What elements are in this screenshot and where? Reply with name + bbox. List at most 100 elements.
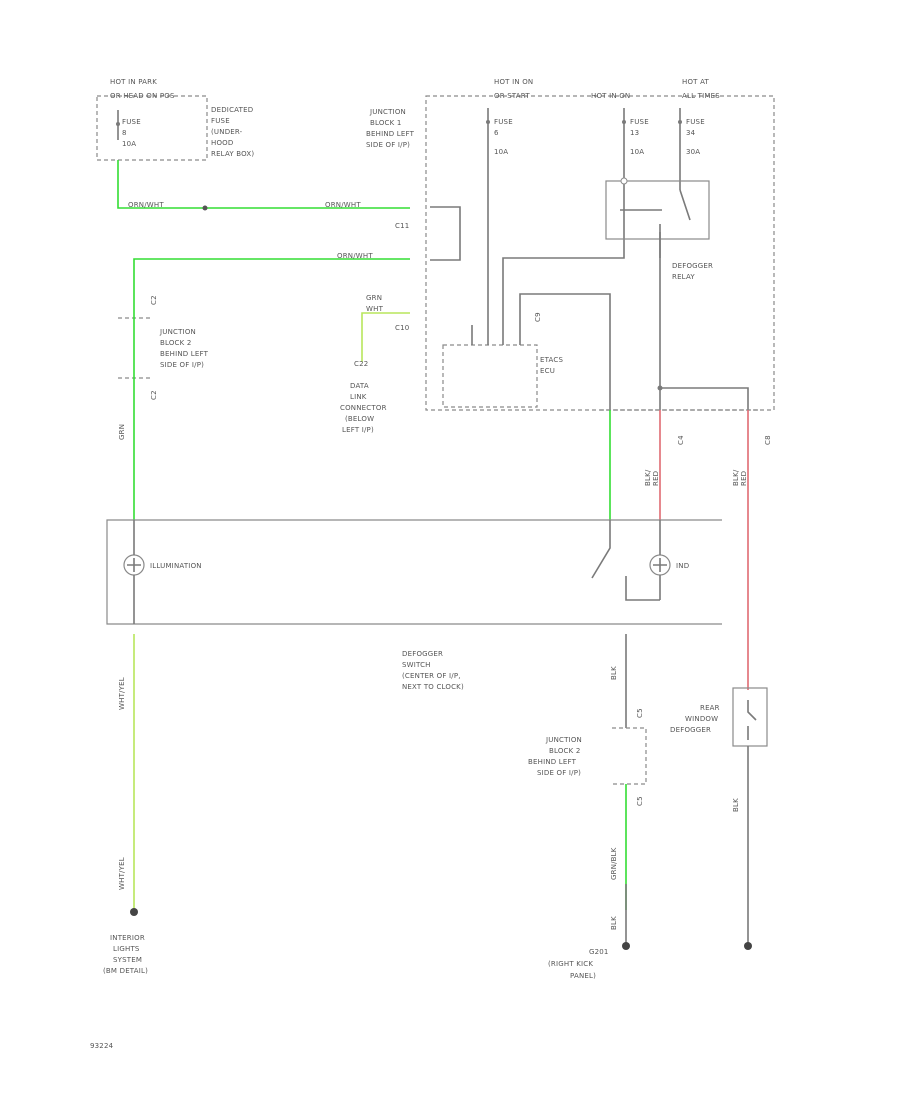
rear-defogger-label-1: REAR bbox=[700, 704, 720, 712]
dlc-label-2: LINK bbox=[350, 393, 367, 401]
jb1-label-3: BEHIND LEFT bbox=[366, 130, 415, 138]
g201-label-3: PANEL) bbox=[570, 972, 596, 980]
c5-label-a: C5 bbox=[636, 708, 644, 718]
hot-in-on-label-2: OR START bbox=[494, 92, 530, 100]
relay-branch-dot bbox=[657, 385, 663, 391]
defogger-ground-terminal bbox=[744, 942, 752, 950]
fuse-c-label-3: 10A bbox=[630, 148, 644, 156]
interior-lights-label-3: SYSTEM bbox=[113, 956, 142, 964]
hot-in-on-label: HOT IN ON bbox=[494, 78, 533, 86]
hot-in-park-label-2: OR HEAD ON POS bbox=[110, 92, 175, 100]
wire-blk-label-1: BLK/ bbox=[644, 469, 652, 486]
fuse-d-pin bbox=[678, 120, 682, 124]
jb2-upper-label-2: BLOCK 2 bbox=[160, 339, 192, 347]
wire-blk-label-2: RED bbox=[652, 471, 660, 486]
c8-label: C8 bbox=[764, 435, 772, 445]
jb1-label-2: BLOCK 1 bbox=[370, 119, 402, 127]
dlc-label-4: (BELOW bbox=[345, 415, 374, 423]
etacs-ecu bbox=[442, 344, 538, 408]
wire-orn-label-3: ORN/WHT bbox=[337, 252, 373, 260]
jb1-label-1: JUNCTION bbox=[369, 108, 406, 116]
wire-orn-label-2: ORN/WHT bbox=[325, 201, 361, 209]
defogger-switch-contact bbox=[591, 520, 660, 601]
grn-label-1: GRN bbox=[366, 294, 382, 302]
fuse-d-label-3: 30A bbox=[686, 148, 700, 156]
fuse-a-label-3: 10A bbox=[122, 140, 136, 148]
jb2-lower-label-4: SIDE OF I/P) bbox=[537, 769, 581, 777]
g201-terminal bbox=[622, 942, 630, 950]
jb2-lower-label-2: BLOCK 2 bbox=[549, 747, 581, 755]
blk-label-b: BLK bbox=[610, 916, 618, 930]
splice-dot bbox=[202, 205, 208, 211]
fuse-b-label-3: 10A bbox=[494, 148, 508, 156]
c11-label: C11 bbox=[395, 222, 409, 230]
wire-orn-label-1: ORN/WHT bbox=[128, 201, 164, 209]
defogger-switch-label-3: (CENTER OF I/P, bbox=[402, 672, 461, 680]
dlc-wire bbox=[361, 312, 410, 362]
jb2-upper-label-1: JUNCTION bbox=[159, 328, 196, 336]
fuse-a-pin bbox=[116, 122, 120, 126]
ind-label: IND bbox=[676, 562, 689, 570]
etacs-label-2: ECU bbox=[540, 367, 555, 375]
wht-label-2: WHT/YEL bbox=[118, 857, 126, 890]
interior-lights-label-2: LIGHTS bbox=[113, 945, 140, 953]
dedicated-fuse-box bbox=[96, 95, 208, 161]
c4-label: C4 bbox=[677, 435, 685, 445]
dlc-label-3: CONNECTOR bbox=[340, 404, 387, 412]
interior-lights-label-1: INTERIOR bbox=[110, 934, 145, 942]
dedicated-fuse-label-1: DEDICATED bbox=[211, 106, 253, 114]
fuse-a-label-2: 8 bbox=[122, 129, 127, 137]
illumination-filament bbox=[127, 558, 141, 572]
dedicated-fuse-label-5: RELAY BOX) bbox=[211, 150, 254, 158]
rear-defogger-label-3: DEFOGGER bbox=[670, 726, 711, 734]
hot-in-park-label: HOT IN PARK bbox=[110, 78, 157, 86]
jb1-label-4: SIDE OF I/P) bbox=[366, 141, 410, 149]
g201-label-2: (RIGHT KICK bbox=[548, 960, 593, 968]
wire-blk-label-3: BLK/ bbox=[732, 469, 740, 486]
fuse-b-label-2: 6 bbox=[494, 129, 499, 137]
jb2-upper-label-3: BEHIND LEFT bbox=[160, 350, 209, 358]
blk-label-a: BLK bbox=[610, 666, 618, 680]
blk-label-c: BLK bbox=[732, 798, 740, 812]
hot-at-label: HOT AT bbox=[682, 78, 710, 86]
jb2-lower-label-3: BEHIND LEFT bbox=[528, 758, 577, 766]
defogger-relay-label-2: RELAY bbox=[672, 273, 695, 281]
jb2-upper-label-4: SIDE OF I/P) bbox=[160, 361, 204, 369]
dlc-label-5: LEFT I/P) bbox=[342, 426, 374, 434]
dlc-pin-label: C22 bbox=[354, 360, 368, 368]
fuse-b-pin bbox=[486, 120, 490, 124]
page-code: 93224 bbox=[90, 1042, 114, 1050]
relay-branch-wire bbox=[660, 387, 749, 410]
grn-label-2: WHT bbox=[366, 305, 384, 313]
c5-label-b: C5 bbox=[636, 796, 644, 806]
orn-wht-wire-top bbox=[117, 160, 410, 209]
g201-label-1: G201 bbox=[589, 948, 609, 956]
etacs-c9-wire bbox=[519, 293, 611, 410]
fuse-d-label-2: 34 bbox=[686, 129, 696, 137]
defogger-switch-label-4: NEXT TO CLOCK) bbox=[402, 683, 464, 691]
wire-grn-vertical-label: GRN bbox=[118, 424, 126, 440]
rear-defogger-element bbox=[747, 700, 757, 740]
fuse-c-label-2: 13 bbox=[630, 129, 639, 137]
dedicated-fuse-label-3: (UNDER- bbox=[211, 128, 243, 136]
wht-label-1: WHT/YEL bbox=[118, 677, 126, 710]
fuse-c-label-1: FUSE bbox=[630, 118, 649, 126]
etacs-label-1: ETACS bbox=[540, 356, 564, 364]
fuse-d-label-1: FUSE bbox=[686, 118, 705, 126]
c2-bot-label: C2 bbox=[150, 390, 158, 400]
fuse-a-label-1: FUSE bbox=[122, 118, 141, 126]
interior-lights-terminal bbox=[130, 908, 138, 916]
grn-blk-label: GRN/BLK bbox=[610, 847, 618, 880]
relay-coil-marker bbox=[620, 177, 628, 185]
jb2-lower-label-1: JUNCTION bbox=[545, 736, 582, 744]
c2-top-label: C2 bbox=[150, 295, 158, 305]
ind-filament bbox=[653, 558, 667, 572]
c11-loop bbox=[430, 206, 461, 261]
dlc-label-1: DATA bbox=[350, 382, 369, 390]
dedicated-fuse-label-2: FUSE bbox=[211, 117, 230, 125]
hot-in-on-b-label: HOT IN ON bbox=[591, 92, 630, 100]
c9-label: C9 bbox=[534, 312, 542, 322]
etacs-pins bbox=[471, 325, 521, 345]
hot-at-label-2: ALL TIMES bbox=[682, 92, 720, 100]
dedicated-fuse-label-4: HOOD bbox=[211, 139, 233, 147]
